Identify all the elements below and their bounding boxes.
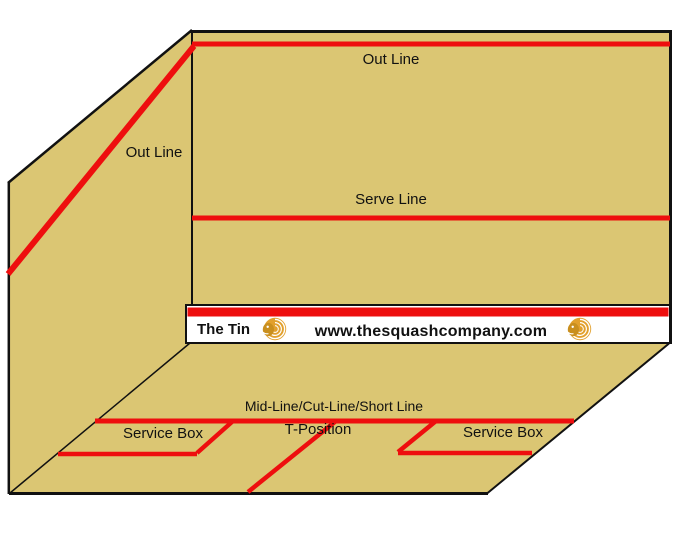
mid-line: [246, 419, 338, 494]
court-red-lines: [5, 41, 670, 494]
court-outline-edges: [7, 29, 672, 495]
service-box-right-inner-edge: [396, 419, 438, 454]
side-wall-top-edge: [7, 29, 193, 184]
front-out-line-label: Out Line: [363, 51, 420, 68]
short-line-label: Mid-Line/Cut-Line/Short Line: [245, 398, 423, 414]
service-box-left-inner-edge: [195, 419, 235, 455]
website-url: www.thesquashcompany.com: [314, 323, 547, 340]
side-wall-out-line: [5, 44, 197, 276]
floor-right-junction-edge: [486, 342, 670, 495]
t-position-label: T-Position: [285, 421, 352, 438]
tin-top-red-band: [187, 307, 669, 317]
tin-panel: The Tin www.thesquashcompany.com: [185, 304, 671, 344]
service-box-left-label: Service Box: [123, 425, 204, 442]
service-box-right-label: Service Box: [463, 424, 544, 441]
tin-label: The Tin: [197, 321, 250, 338]
serve-line-label: Serve Line: [355, 191, 427, 208]
side-out-line-label: Out Line: [126, 144, 183, 161]
floor-left-junction-edge: [9, 342, 191, 494]
front-wall: [191, 30, 671, 307]
